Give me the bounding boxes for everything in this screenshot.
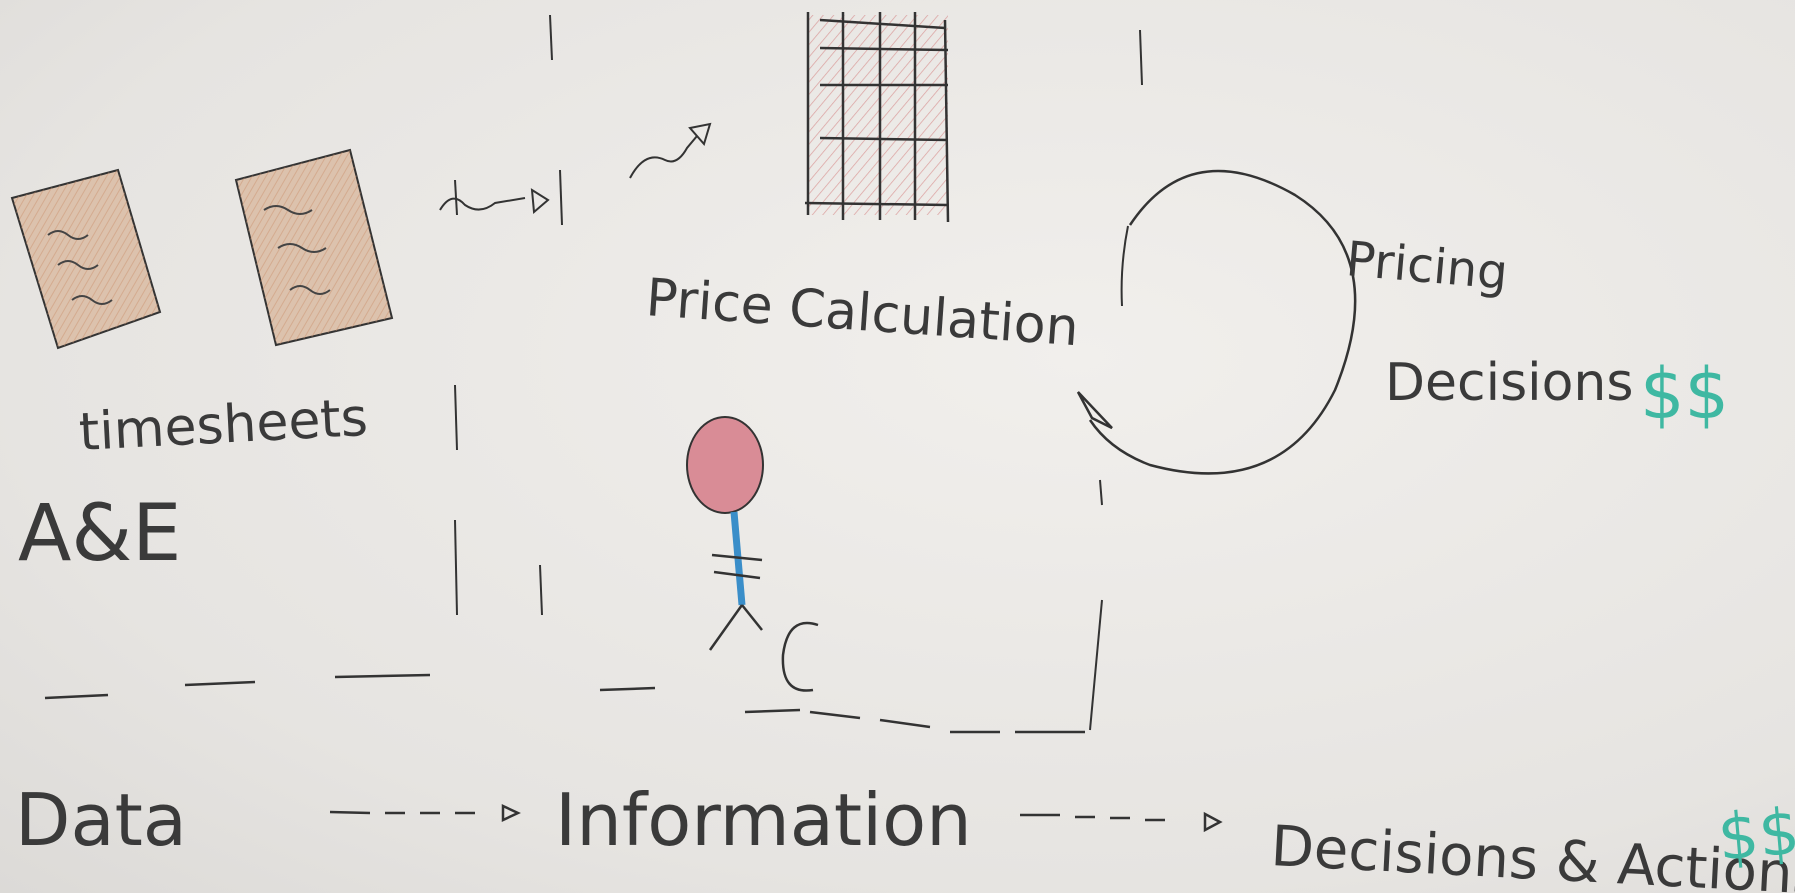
squiggle-arrow-2-icon xyxy=(629,122,712,179)
flow-arrow-information-to-decisions-icon xyxy=(1020,811,1223,833)
pricing-label: Pricing xyxy=(1344,231,1510,301)
dashed-baseline xyxy=(44,673,1085,734)
price-calculation-label: Price Calculation xyxy=(644,268,1081,358)
flow-arrow-data-to-information-icon xyxy=(329,804,521,822)
pricing-cycle-arrow-icon xyxy=(1076,169,1357,475)
decisions-label: Decisions xyxy=(1385,353,1633,413)
person-figure-icon xyxy=(686,416,819,692)
timesheet-paper-1-icon xyxy=(10,168,162,350)
timesheets-label: timesheets xyxy=(78,388,370,463)
spreadsheet-grid-icon xyxy=(804,12,950,223)
ae-label: A&E xyxy=(18,489,181,579)
information-label: Information xyxy=(555,778,972,862)
dollars-bottom-label: $$ xyxy=(1715,795,1795,876)
dollars-label: $$ xyxy=(1640,353,1729,435)
timesheet-paper-2-icon xyxy=(234,148,394,347)
separator-lines xyxy=(454,14,1143,731)
data-label: Data xyxy=(15,778,187,862)
squiggle-arrow-1-icon xyxy=(439,188,550,215)
